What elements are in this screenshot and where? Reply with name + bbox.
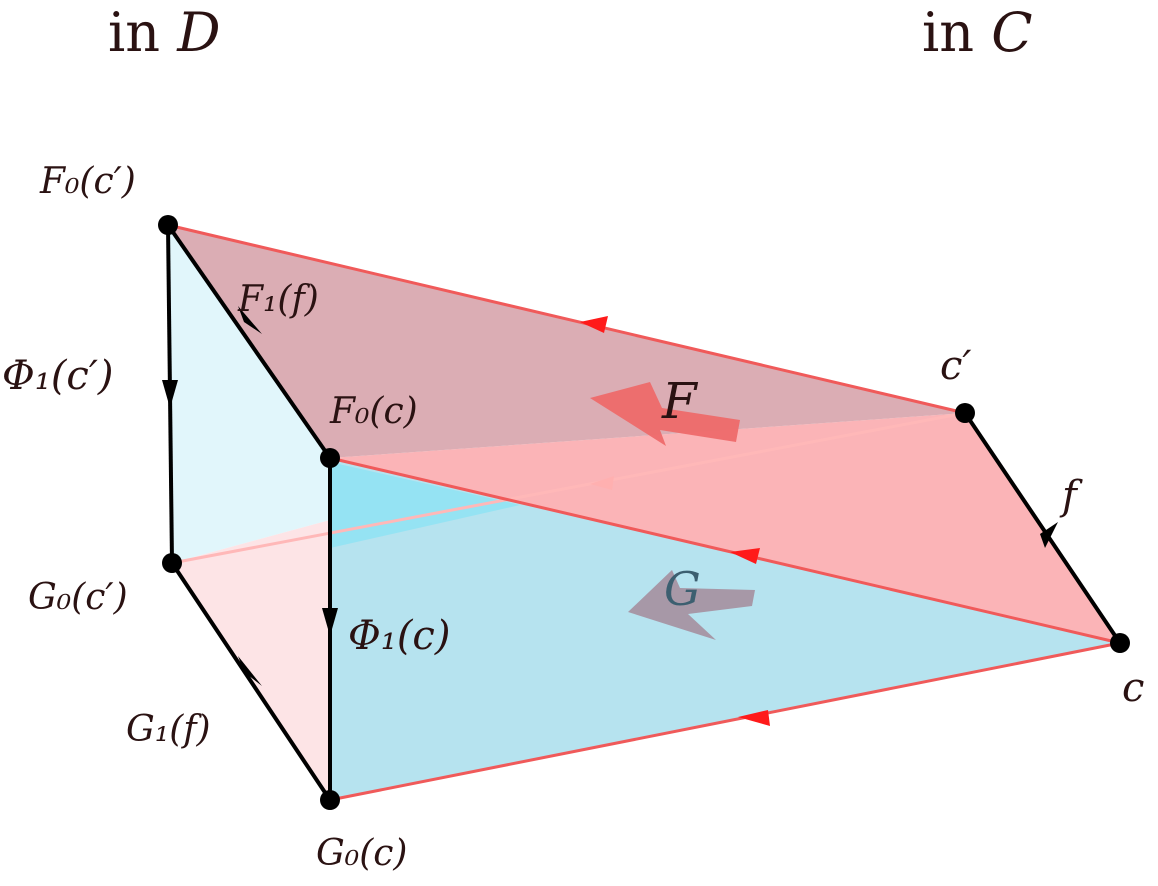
edge-G-c [329, 641, 1121, 802]
label-F0-c: F₀(c) [330, 391, 418, 432]
edge-F1-f [166, 223, 332, 460]
vertex-c [1110, 633, 1130, 653]
vertex-G0-c [320, 790, 340, 810]
arrowhead-F1-f [238, 306, 262, 334]
header-in-D-prefix: in [108, 1, 161, 64]
label-Phi1-c-prime: Φ₁(c′) [2, 353, 114, 399]
label-functor-G: G [664, 562, 701, 616]
face-F-front [330, 413, 1120, 643]
face-F-underside [172, 520, 330, 800]
header-in-D: in D [108, 6, 221, 60]
edge-F-c [329, 456, 1121, 645]
arrowhead-Phi1-c-prime [162, 380, 178, 408]
arrowhead-Phi1-c [322, 608, 338, 636]
face-G-bottom [330, 458, 1120, 800]
label-G0-c-prime: G₀(c′) [28, 577, 128, 618]
label-G1-f: G₁(f) [126, 709, 211, 750]
arrowhead-G1-f [238, 656, 262, 686]
vertex-F0-c [320, 448, 340, 468]
face-F-top [168, 225, 965, 458]
edge-G1-f [170, 561, 332, 802]
arrowhead-G-c [738, 710, 770, 726]
vertex-c-prime [955, 403, 975, 423]
hidden-edge [171, 411, 966, 565]
label-f: f [1062, 473, 1077, 519]
label-functor-F: F [662, 372, 697, 430]
label-Phi1-c: Φ₁(c) [348, 613, 451, 659]
edge-f [963, 411, 1122, 645]
arrowhead-hidden [590, 476, 614, 490]
header-in-C-category: C [991, 1, 1033, 64]
arrowhead-F-c-prime [580, 316, 608, 333]
vertex-G0-c-prime [162, 553, 182, 573]
edge-F-c-prime [167, 223, 966, 415]
header-in-D-category: D [177, 1, 221, 64]
header-in-C-prefix: in [922, 1, 975, 64]
label-F1-f: F₁(f) [238, 279, 319, 320]
face-G-highlight [330, 462, 520, 548]
arrowhead-f [1040, 522, 1058, 548]
label-G0-c: G₀(c) [316, 833, 408, 874]
vertex-F0-c-prime [158, 215, 178, 235]
header-in-C: in C [922, 6, 1033, 60]
face-G-back [168, 225, 330, 563]
arrowhead-F-c [730, 548, 760, 564]
label-c: c [1122, 665, 1145, 711]
functor-F-arrow [590, 382, 740, 446]
functor-G-arrow [628, 570, 755, 640]
label-c-prime: c′ [940, 343, 972, 389]
label-F0-c-prime: F₀(c′) [40, 161, 136, 202]
